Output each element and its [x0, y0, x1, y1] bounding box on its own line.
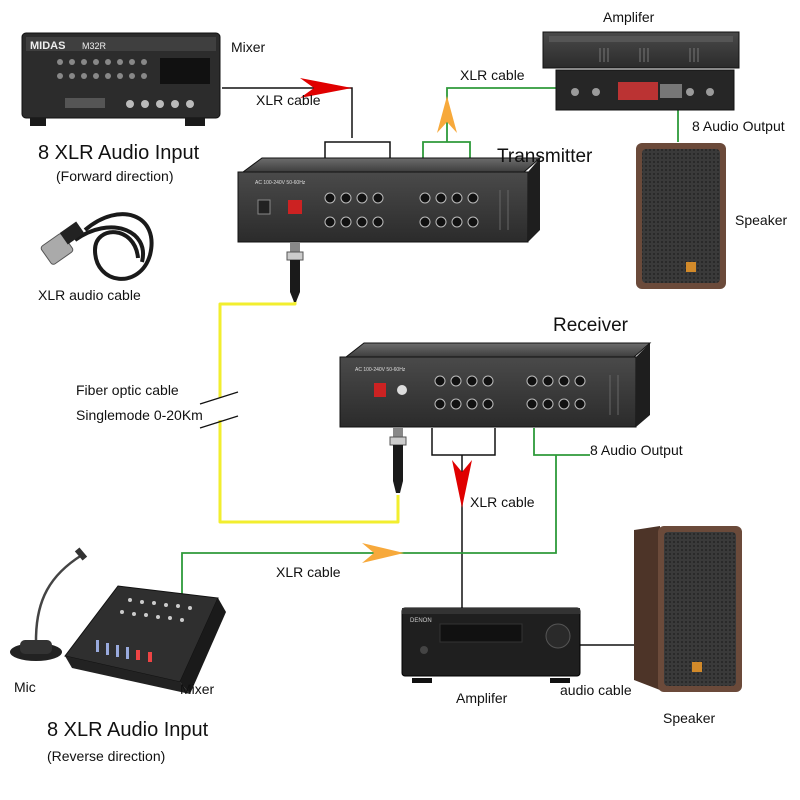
transmitter-xlr-right: [419, 192, 479, 228]
label-input-reverse-title: 8 XLR Audio Input: [47, 719, 209, 741]
label-amplifier-bottom: Amplifer: [456, 690, 508, 706]
label-audio-output-top: 8 Audio Output: [692, 118, 785, 134]
label-amplifier-top: Amplifer: [603, 9, 655, 25]
transmitter-device: AC 100-240V 50-60Hz: [237, 157, 542, 302]
mixer-bottom-device: [64, 585, 226, 694]
label-audio-cable: audio cable: [560, 682, 632, 698]
amplifier-bottom-device: DENON: [401, 607, 581, 683]
fiber-break-mark: [199, 391, 239, 429]
cable-receiver-to-amplifier: [431, 428, 496, 608]
cable-transmitter-to-amplifier: [422, 87, 556, 165]
arrow-orange-up: [437, 96, 457, 133]
label-xlr-cable-amp: XLR cable: [460, 67, 525, 83]
label-mixer-bottom: Mixer: [180, 681, 215, 697]
receiver-device: AC 100-240V 50-60Hz: [339, 342, 652, 493]
label-xlr-cable-receiver: XLR cable: [470, 494, 535, 510]
cable-receiver-to-mixer: [181, 428, 590, 598]
label-mixer-top: Mixer: [231, 39, 266, 55]
label-xlr-audio-cable: XLR audio cable: [38, 287, 141, 303]
receiver-xlr-right: [526, 375, 586, 410]
arrow-orange-right: [362, 543, 404, 563]
receiver-xlr-left: [434, 375, 494, 410]
transmitter-xlr-left: [324, 192, 384, 228]
label-input-forward-title: 8 XLR Audio Input: [38, 142, 200, 164]
label-xlr-cable-bottom: XLR cable: [276, 564, 341, 580]
svg-text:AC 100-240V 50-60Hz: AC 100-240V 50-60Hz: [355, 367, 406, 373]
mixer-model-text: M32R: [82, 41, 107, 51]
label-input-reverse-sub: (Reverse direction): [47, 748, 165, 764]
label-speaker-top: Speaker: [735, 212, 787, 228]
arrow-red-right: [300, 78, 352, 98]
avr-brand-text: DENON: [410, 618, 432, 624]
label-input-forward-sub: (Forward direction): [56, 168, 173, 184]
arrow-red-down: [452, 460, 472, 508]
label-fiber-line1: Fiber optic cable: [76, 382, 179, 398]
label-speaker-bottom: Speaker: [663, 710, 715, 726]
svg-text:AC 100-240V 50-60Hz: AC 100-240V 50-60Hz: [255, 180, 306, 186]
amplifier-top-device: [542, 31, 740, 111]
xlr-audio-cable-image: [40, 212, 154, 281]
label-mic: Mic: [14, 679, 36, 695]
label-audio-output-bottom: 8 Audio Output: [590, 442, 683, 458]
mixer-top-device: MIDAS M32R: [21, 32, 221, 126]
label-fiber-line2: Singlemode 0-20Km: [76, 407, 203, 423]
microphone-device: [10, 547, 88, 661]
label-xlr-cable-top: XLR cable: [256, 92, 321, 108]
speaker-top-device: [636, 143, 726, 289]
label-receiver: Receiver: [553, 315, 629, 336]
label-transmitter: Transmitter: [497, 146, 593, 167]
speaker-bottom-device: [634, 526, 742, 692]
mixer-brand-text: MIDAS: [30, 40, 65, 52]
